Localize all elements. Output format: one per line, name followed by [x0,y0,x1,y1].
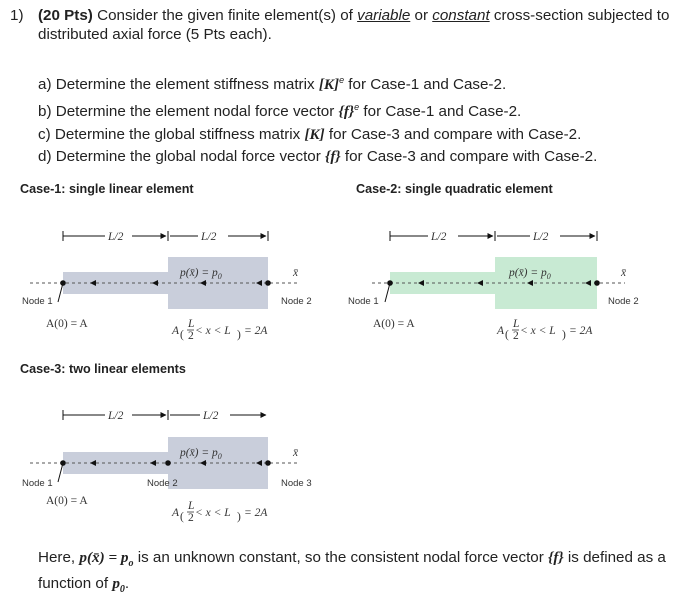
case1-area-right: A ( L 2 < x < L ) = 2A [171,318,268,342]
case1-dim-left: L/2 [107,231,124,243]
case3-load-label: p(x̄) = p0 [179,447,222,461]
case1-node1-label: Node 1 [22,296,53,307]
case2-node-2 [594,280,600,286]
part-c: c) Determine the global stiffness matrix… [38,125,582,143]
case1-title: Case-1: single linear element [20,182,194,196]
case2-dim-right: L/2 [532,231,549,243]
case2-diagram: L/2 L/2 Node 1 Node 2 p(x̄) = p0 x̄ A(0)… [348,231,639,342]
case2-node1-label: Node 1 [348,296,379,307]
case2-title: Case-2: single quadratic element [356,182,553,196]
case3-node-3 [265,460,271,466]
svg-text:(: ( [505,329,509,341]
word-constant: constant [432,7,490,24]
case2-area-left: A(0) = A [373,318,415,330]
footnote: Here, p(x̄) = po is an unknown constant,… [38,549,666,596]
case2-area-right: A ( L 2 < x < L ) = 2A [496,318,593,342]
case1-axis-label: x̄ [292,267,299,279]
svg-text:): ) [237,329,241,341]
case2-axis-label: x̄ [620,267,627,279]
case3-area-left: A(0) = A [46,495,88,507]
case3-diagram: L/2 L/2 Node 1 Node 2 Node 3 p(x̄) = p0 … [22,410,312,524]
case3-node3-label: Node 3 [281,478,312,489]
svg-text:(: ( [180,329,184,341]
svg-text:2: 2 [188,512,194,524]
case3-title: Case-3: two linear elements [20,362,186,376]
note-p0: p0 [112,575,125,596]
word-variable: variable [357,7,411,24]
svg-text:= 2A: = 2A [569,325,593,337]
part-b: b) Determine the element nodal force vec… [38,102,522,121]
sub-questions: a) Determine the element stiffness matri… [38,69,597,169]
case3-dim-left: L/2 [107,410,124,422]
note-vector: {f} [548,549,564,566]
case2-bar-left [390,272,495,294]
svg-text:A: A [171,507,180,519]
question-header: 1) (20 Pts) Consider the given finite el… [10,6,670,44]
case1-dim-right: L/2 [200,231,217,243]
part-d: d) Determine the global nodal force vect… [38,148,598,166]
question-points: (20 Pts) [38,7,93,24]
part-a: a) Determine the element stiffness matri… [38,75,507,94]
case3-dim-right: L/2 [202,410,219,422]
svg-text:2: 2 [513,330,519,342]
case2-dim-left: L/2 [430,231,447,243]
question-number: 1) [10,7,24,24]
case2-node2-label: Node 2 [608,296,639,307]
svg-text:= 2A: = 2A [244,325,268,337]
svg-text:A: A [496,325,505,337]
svg-text:2: 2 [188,330,194,342]
case1-node-2 [265,280,271,286]
svg-text:= 2A: = 2A [244,507,268,519]
svg-text:): ) [237,511,241,523]
svg-text:L: L [187,500,194,512]
svg-text:< x < L: < x < L [195,325,231,337]
svg-text:< x < L: < x < L [195,507,231,519]
case1-dimension: L/2 L/2 [62,231,269,243]
case1-node2-label: Node 2 [281,296,312,307]
svg-text:A: A [171,325,180,337]
note-equation: p(x̄) = po [79,549,134,570]
svg-text:L: L [187,318,194,330]
svg-text:(: ( [180,511,184,523]
case1-diagram: L/2 L/2 Node 1 Node 2 p(x̄) = p0 x̄ A(0)… [22,231,312,342]
case1-area-left: A(0) = A [46,318,88,330]
case3-node-2 [165,460,171,466]
case3-axis-label: x̄ [292,447,299,459]
case2-load-label: p(x̄) = p0 [508,267,551,281]
case3-node1-label: Node 1 [22,478,53,489]
svg-text:< x < L: < x < L [520,325,556,337]
svg-text:L: L [512,318,519,330]
svg-text:): ) [562,329,566,341]
question-text: (20 Pts) Consider the given finite eleme… [38,7,670,43]
case3-area-right: A ( L 2 < x < L ) = 2A [171,500,268,524]
case3-dimension: L/2 L/2 [62,410,267,422]
case2-dimension: L/2 L/2 [389,231,598,243]
case1-load-label: p(x̄) = p0 [179,267,222,281]
case3-node2-label: Node 2 [147,478,178,489]
